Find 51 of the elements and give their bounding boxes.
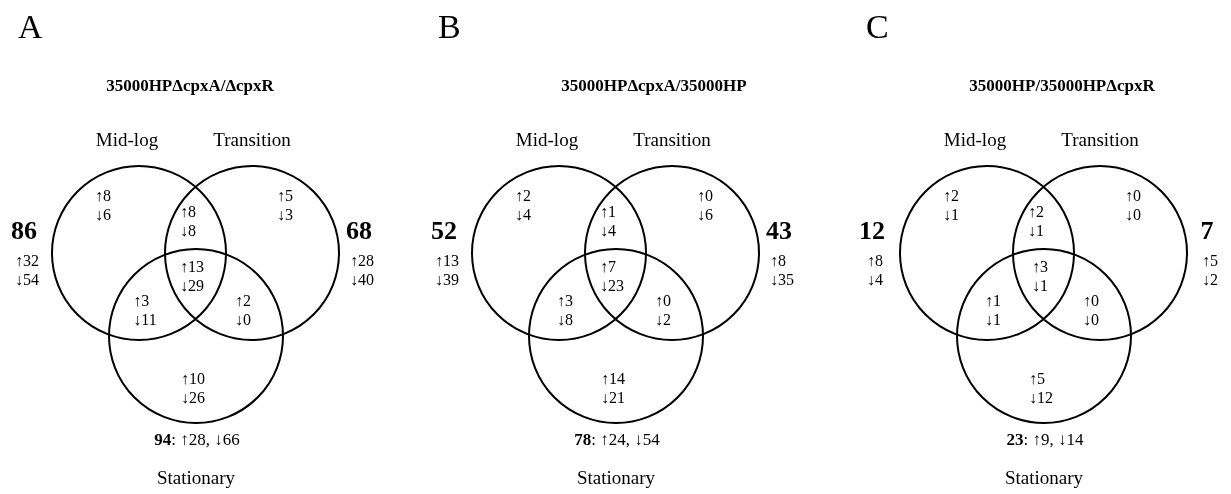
region-count: ↑0 ↓6 xyxy=(697,185,713,225)
region-count: ↑13 ↓39 xyxy=(435,250,459,290)
region-count: ↑2 ↓4 xyxy=(515,185,531,225)
region-count: ↑3 ↓8 xyxy=(557,290,573,330)
region-count: ↑0 ↓0 xyxy=(1083,290,1099,330)
region-count: ↑28 ↓40 xyxy=(350,250,374,290)
region-count: ↑32 ↓54 xyxy=(15,250,39,290)
set-label: Stationary xyxy=(1004,467,1084,489)
region-count: ↑2 ↓1 xyxy=(1028,201,1044,241)
region-count: ↑2 ↓1 xyxy=(943,185,959,225)
set-label: Transition xyxy=(213,129,291,151)
set-label: Mid-log xyxy=(515,129,579,151)
set-label: Transition xyxy=(1061,129,1139,151)
region-count: ↑7 ↓23 xyxy=(600,256,624,296)
region-count: ↑8 ↓6 xyxy=(95,185,111,225)
region-count: ↑10 ↓26 xyxy=(181,368,205,408)
region-count: ↑1 ↓4 xyxy=(600,201,616,241)
set-total: 52 xyxy=(431,216,457,246)
region-count: ↑0 ↓0 xyxy=(1125,185,1141,225)
set-label: Transition xyxy=(633,129,711,151)
set-total-summary: 78: ↑24, ↓54 xyxy=(574,430,660,450)
panel-letter: C xyxy=(866,8,889,46)
region-count: ↑3 ↓1 xyxy=(1032,256,1048,296)
panel-title: 35000HP/35000HPΔcpxR xyxy=(969,76,1155,96)
panel-title: 35000HPΔcpxA/35000HP xyxy=(561,76,747,96)
set-total: 7 xyxy=(1200,216,1214,246)
set-label: Mid-log xyxy=(95,129,159,151)
region-count: ↑13 ↓29 xyxy=(180,256,204,296)
set-label: Mid-log xyxy=(943,129,1007,151)
region-count: ↑3 ↓11 xyxy=(133,290,157,330)
region-count: ↑1 ↓1 xyxy=(985,290,1001,330)
panel-letter: A xyxy=(18,8,43,46)
region-count: ↑5 ↓2 xyxy=(1202,250,1218,290)
region-count: ↑0 ↓2 xyxy=(655,290,671,330)
panel-title: 35000HPΔcpxA/ΔcpxR xyxy=(106,76,274,96)
set-total-summary: 94: ↑28, ↓66 xyxy=(154,430,240,450)
set-total-summary: 23: ↑9, ↓14 xyxy=(1006,430,1084,450)
set-label: Stationary xyxy=(156,467,236,489)
region-count: ↑2 ↓0 xyxy=(235,290,251,330)
panel-letter: B xyxy=(438,8,461,46)
region-count: ↑8 ↓4 xyxy=(867,250,883,290)
region-count: ↑5 ↓12 xyxy=(1029,368,1053,408)
region-count: ↑8 ↓8 xyxy=(180,201,196,241)
set-total: 43 xyxy=(766,216,792,246)
set-total: 86 xyxy=(11,216,37,246)
set-label: Stationary xyxy=(576,467,656,489)
region-count: ↑14 ↓21 xyxy=(601,368,625,408)
set-total: 12 xyxy=(859,216,885,246)
region-count: ↑8 ↓35 xyxy=(770,250,794,290)
set-total: 68 xyxy=(346,216,372,246)
region-count: ↑5 ↓3 xyxy=(277,185,293,225)
